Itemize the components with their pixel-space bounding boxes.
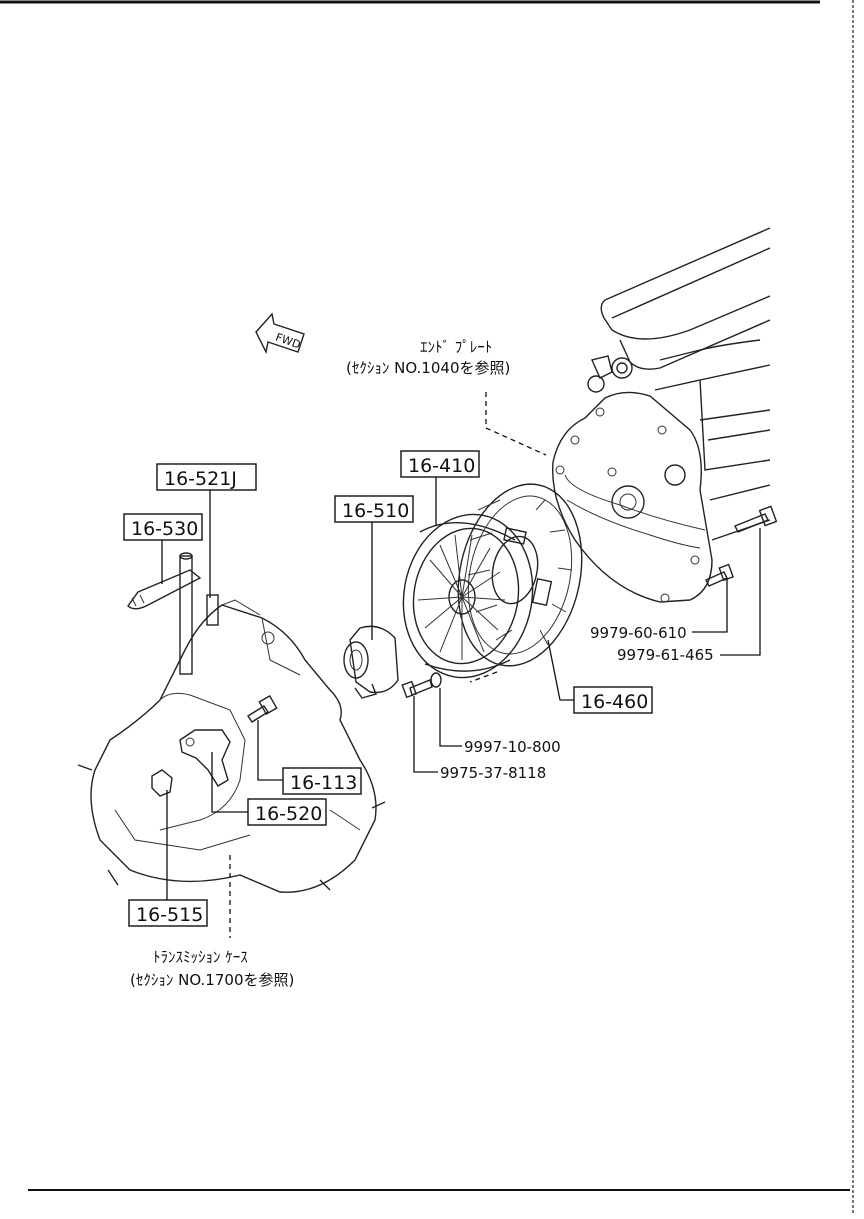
end-plate-note-line1: ｴﾝﾄﾞ ﾌﾟﾚｰﾄ xyxy=(420,338,492,356)
callout-text: 16-510 xyxy=(342,500,409,522)
transmission-case-note-line1: ﾄﾗﾝｽﾐｯｼｮﾝ ｹｰｽ xyxy=(153,948,248,966)
release-rod-drawing xyxy=(127,552,202,675)
pressure-plate-drawing xyxy=(402,513,534,679)
callout-text: 16-530 xyxy=(131,518,198,540)
callout-16-530: 16-530 xyxy=(123,513,203,541)
clutch-disc-drawing xyxy=(457,483,583,667)
bolt-9979-61-465 xyxy=(734,505,778,533)
callout-text: 16-460 xyxy=(581,691,648,713)
bolt-9975-37-8118-drawing xyxy=(401,679,433,699)
part-number-9975-37-8118: 9975-37-8118 xyxy=(440,764,546,782)
callout-text: 16-410 xyxy=(408,455,475,477)
callout-16-460: 16-460 xyxy=(573,686,653,714)
engine-block-drawing xyxy=(551,227,771,603)
callout-text: 16-113 xyxy=(290,772,357,794)
callout-text: 16-520 xyxy=(255,803,322,825)
callout-16-510: 16-510 xyxy=(334,495,414,523)
bolt-16-113-drawing xyxy=(247,694,278,723)
pivot-16-515-drawing xyxy=(151,769,173,797)
transmission-case-reference: ﾄﾗﾝｽﾐｯｼｮﾝ ｹｰｽ (ｾｸｼｮﾝ NO.1700を参照) xyxy=(130,948,294,989)
end-plate-reference: ｴﾝﾄﾞ ﾌﾟﾚｰﾄ (ｾｸｼｮﾝ NO.1040を参照) xyxy=(346,338,510,377)
leader-lines xyxy=(161,392,761,938)
callout-16-515: 16-515 xyxy=(128,899,208,927)
washer-9997-10-800-drawing xyxy=(430,672,442,688)
transmission-case-drawing xyxy=(77,599,386,893)
callout-16-520: 16-520 xyxy=(247,798,327,826)
part-number-9997-10-800: 9997-10-800 xyxy=(464,738,561,756)
release-fork-drawing xyxy=(179,729,231,787)
callout-16-410: 16-410 xyxy=(400,450,480,478)
end-plate-note-line2: (ｾｸｼｮﾝ NO.1040を参照) xyxy=(346,359,510,377)
callout-16-113: 16-113 xyxy=(282,767,362,795)
part-number-9979-61-465: 9979-61-465 xyxy=(617,646,714,664)
callout-text: 16-521J xyxy=(164,468,237,490)
part-number-9979-60-610: 9979-60-610 xyxy=(590,624,687,642)
fwd-arrow: FWD xyxy=(255,312,305,355)
transmission-case-note-line2: (ｾｸｼｮﾝ NO.1700を参照) xyxy=(130,971,294,989)
boot-16-521J-drawing xyxy=(206,594,219,626)
release-bearing-drawing xyxy=(343,625,399,699)
callout-16-521J: 16-521J xyxy=(156,463,257,491)
callout-text: 16-515 xyxy=(136,904,203,926)
